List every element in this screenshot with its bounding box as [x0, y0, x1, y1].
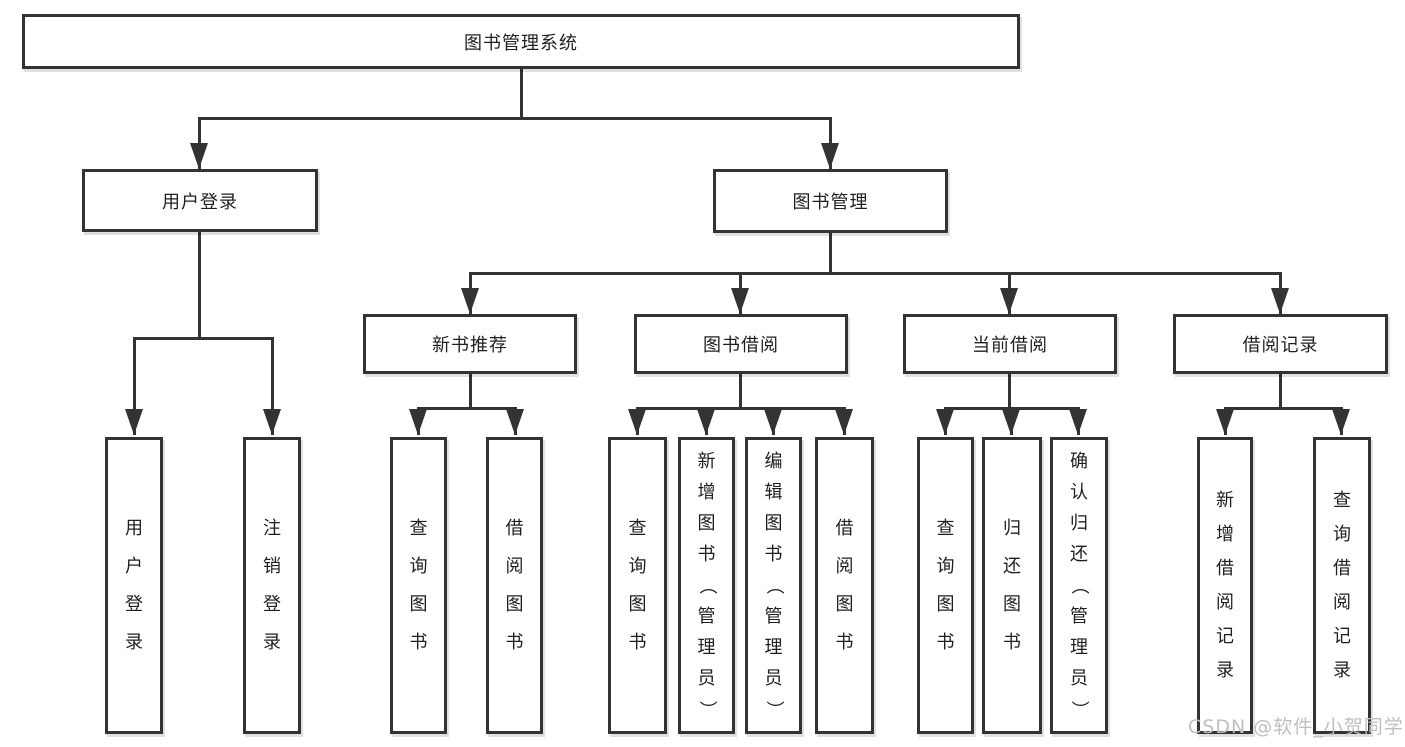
node-current-borrow: 当前借阅: [903, 314, 1117, 374]
node-current-borrow-label: 当前借阅: [972, 335, 1048, 356]
leaf-query-books-current: 查询图书: [917, 437, 974, 734]
arrowhead: [697, 409, 715, 435]
leaf-borrow-books: 借阅图书: [815, 437, 874, 734]
connector-line: [271, 337, 274, 435]
connector-line: [417, 407, 517, 410]
connector-line: [1008, 374, 1011, 407]
connector-line: [1279, 374, 1282, 407]
node-borrow-records-label: 借阅记录: [1242, 335, 1319, 356]
connector-line: [469, 374, 472, 407]
arrowhead: [1069, 409, 1087, 435]
connector-line: [198, 232, 201, 337]
node-book-management-label: 图书管理: [792, 192, 869, 213]
connector-line: [520, 69, 523, 117]
node-root-label: 图书管理系统: [464, 32, 578, 54]
arrowhead: [731, 288, 749, 314]
connector-line: [198, 117, 832, 120]
leaf-edit-books-admin: 编辑图书（管理员）: [745, 437, 802, 734]
leaf-logout: 注销登录: [243, 437, 301, 734]
node-new-book-recommend-label: 新书推荐: [432, 335, 508, 356]
leaf-return-books: 归还图书: [982, 437, 1042, 734]
node-root-system: 图书管理系统: [22, 14, 1020, 69]
arrowhead: [409, 409, 427, 435]
connector-line: [739, 374, 742, 407]
arrowhead: [1002, 409, 1020, 435]
arrowhead: [628, 409, 646, 435]
arrowhead: [1332, 409, 1350, 435]
leaf-query-books-recommend: 查询图书: [390, 437, 447, 734]
arrowhead: [764, 409, 782, 435]
connector-line: [829, 233, 832, 272]
node-user-login: 用户登录: [82, 169, 318, 232]
leaf-query-books-borrow: 查询图书: [608, 437, 667, 734]
arrowhead: [1000, 288, 1018, 314]
connector-line: [133, 337, 274, 340]
leaf-add-borrow-record: 新增借阅记录: [1197, 437, 1253, 734]
arrowhead: [125, 409, 143, 435]
arrowhead: [1271, 288, 1289, 314]
arrowhead: [190, 143, 208, 169]
leaf-borrow-books-recommend: 借阅图书: [486, 437, 543, 734]
arrowhead: [1216, 409, 1234, 435]
arrowhead: [263, 409, 281, 435]
node-book-borrow: 图书借阅: [634, 314, 848, 374]
arrowhead: [835, 409, 853, 435]
arrowhead: [461, 288, 479, 314]
arrowhead: [821, 143, 839, 169]
leaf-query-borrow-record: 查询借阅记录: [1313, 437, 1371, 734]
arrowhead: [936, 409, 954, 435]
connector-line: [1224, 407, 1343, 410]
node-new-book-recommend: 新书推荐: [363, 314, 577, 374]
node-user-login-label: 用户登录: [162, 191, 238, 213]
leaf-add-books-admin: 新增图书（管理员）: [678, 437, 735, 734]
node-borrow-records: 借阅记录: [1173, 314, 1388, 374]
arrowhead: [506, 409, 524, 435]
leaf-confirm-return-admin: 确认归还（管理员）: [1050, 437, 1108, 734]
connector-line: [469, 272, 1282, 275]
leaf-user-login: 用户登录: [105, 437, 163, 734]
node-book-borrow-label: 图书借阅: [703, 335, 779, 356]
connector-line: [133, 337, 136, 435]
node-book-management: 图书管理: [713, 169, 948, 233]
watermark: CSDN @软件_小贺同学: [1188, 716, 1404, 738]
connector-line: [636, 407, 845, 410]
